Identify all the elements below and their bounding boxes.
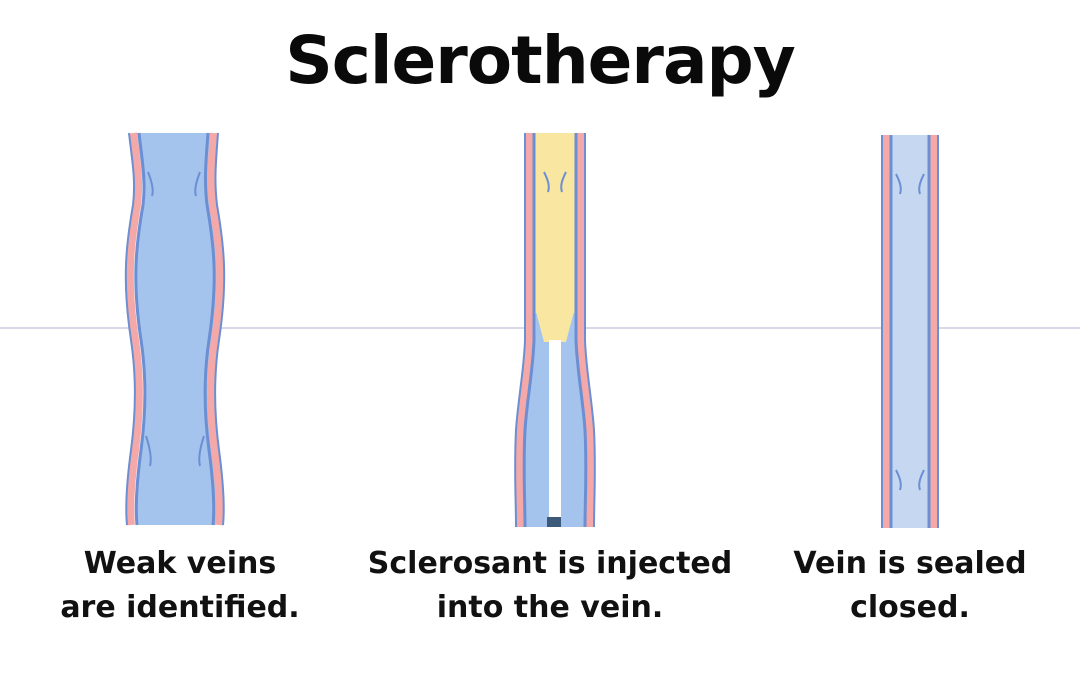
injected-vein-right-wall [577, 133, 595, 528]
sealed-vein-illustration [881, 135, 939, 528]
injected-vein-left-wall [515, 133, 533, 528]
step-3-caption-line-2: closed. [850, 590, 970, 625]
weak-vein-valve-bottom [145, 435, 205, 467]
injected-vein-illustration [514, 133, 596, 528]
weak-vein-illustration [124, 132, 226, 526]
step-2-caption: Sclerosant is injected into the vein. [350, 542, 750, 630]
needle-tip [547, 517, 561, 527]
step-1-caption: Weak veins are identified. [30, 542, 330, 630]
step-3-caption: Vein is sealed closed. [770, 542, 1050, 630]
injected-vein-valve [543, 171, 567, 193]
sealed-vein-valve-top [895, 173, 925, 195]
step-3-caption-line-1: Vein is sealed [793, 546, 1027, 581]
weak-vein-lumen [135, 133, 217, 525]
weak-vein-valve-top [147, 171, 201, 197]
weak-vein-left-wall [125, 132, 143, 526]
sclerosant-fill [533, 133, 577, 313]
step-2-caption-line-2: into the vein. [436, 590, 664, 625]
step-1-caption-line-2: are identified. [60, 590, 300, 625]
sclerosant-taper [533, 300, 577, 342]
weak-vein-right-wall [207, 132, 225, 526]
step-1-caption-line-1: Weak veins [83, 546, 277, 581]
sealed-vein-valve-bottom [895, 469, 925, 491]
step-2-caption-line-1: Sclerosant is injected [367, 546, 733, 581]
needle [549, 340, 561, 518]
page-title: Sclerotherapy [285, 22, 796, 99]
sealed-vein-lumen [889, 135, 931, 528]
